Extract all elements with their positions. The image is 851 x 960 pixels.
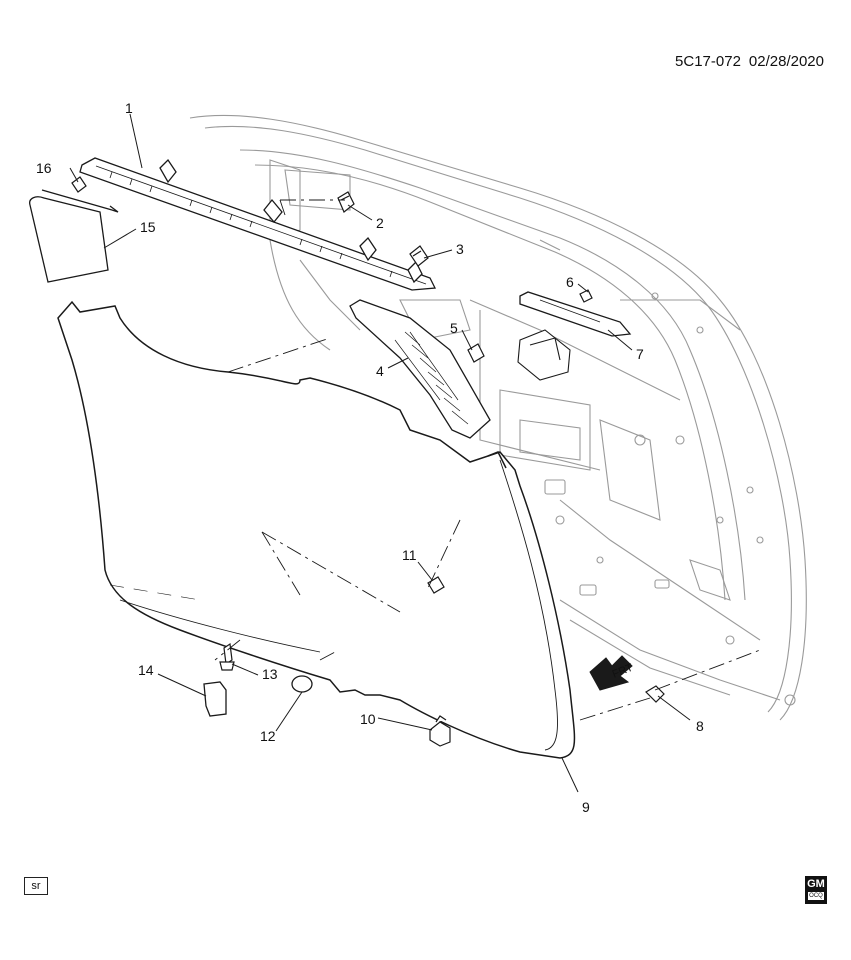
gm-logo-text: GM [807, 878, 825, 890]
illustration-number: 5C17-072 [675, 53, 741, 70]
callout-4: 4 [376, 363, 384, 379]
callout-5: 5 [450, 320, 458, 336]
illustration-date: 02/28/2020 [748, 53, 824, 70]
gm-logo-subtext: OCQ [808, 892, 824, 900]
callout-2: 2 [376, 215, 384, 231]
callout-15: 15 [140, 219, 156, 235]
callout-9: 9 [582, 799, 590, 815]
screw-6 [579, 289, 593, 303]
plug-12 [291, 675, 313, 693]
liftgate-frame-outline [189, 114, 807, 721]
callout-numbers: 1 2 3 4 5 6 7 8 9 10 11 12 13 14 15 16 [36, 100, 704, 815]
callout-14: 14 [138, 662, 154, 678]
clip-11 [427, 576, 445, 594]
reference-lines [214, 199, 761, 721]
main-lower-trim-panel [57, 300, 576, 759]
tab-14 [203, 681, 227, 717]
front-direction-arrow: FRT [589, 655, 635, 691]
callout-8: 8 [696, 718, 704, 734]
callout-10: 10 [360, 711, 376, 727]
gm-logo: GM OCQ [805, 876, 827, 904]
clip-16 [71, 176, 87, 193]
callout-6: 6 [566, 274, 574, 290]
clip-5 [467, 343, 485, 363]
callout-12: 12 [260, 728, 276, 744]
callout-3: 3 [456, 241, 464, 257]
trim-strip-teeth [109, 171, 393, 278]
retainer-clip-3 [409, 245, 429, 267]
callout-16: 16 [36, 160, 52, 176]
sr-label-box: sr [24, 877, 48, 895]
side-trim-panel [349, 299, 491, 439]
retainer-10 [429, 715, 451, 747]
callout-11: 11 [402, 547, 417, 563]
retainer-clip-2 [337, 191, 355, 213]
callout-7: 7 [636, 346, 644, 362]
side-trim-ribs [394, 331, 469, 425]
push-pin-13 [219, 642, 235, 671]
pillar-trim-panel [29, 189, 119, 283]
pull-handle-bracket [519, 291, 632, 337]
callout-13: 13 [262, 666, 278, 682]
clip-8 [645, 685, 665, 703]
diagram-code: 5C17-072 02/28/2020 [675, 53, 824, 70]
latch-assembly [517, 329, 571, 381]
leader-lines [69, 113, 691, 793]
callout-1: 1 [125, 100, 133, 116]
upper-trim-strip [79, 157, 437, 291]
